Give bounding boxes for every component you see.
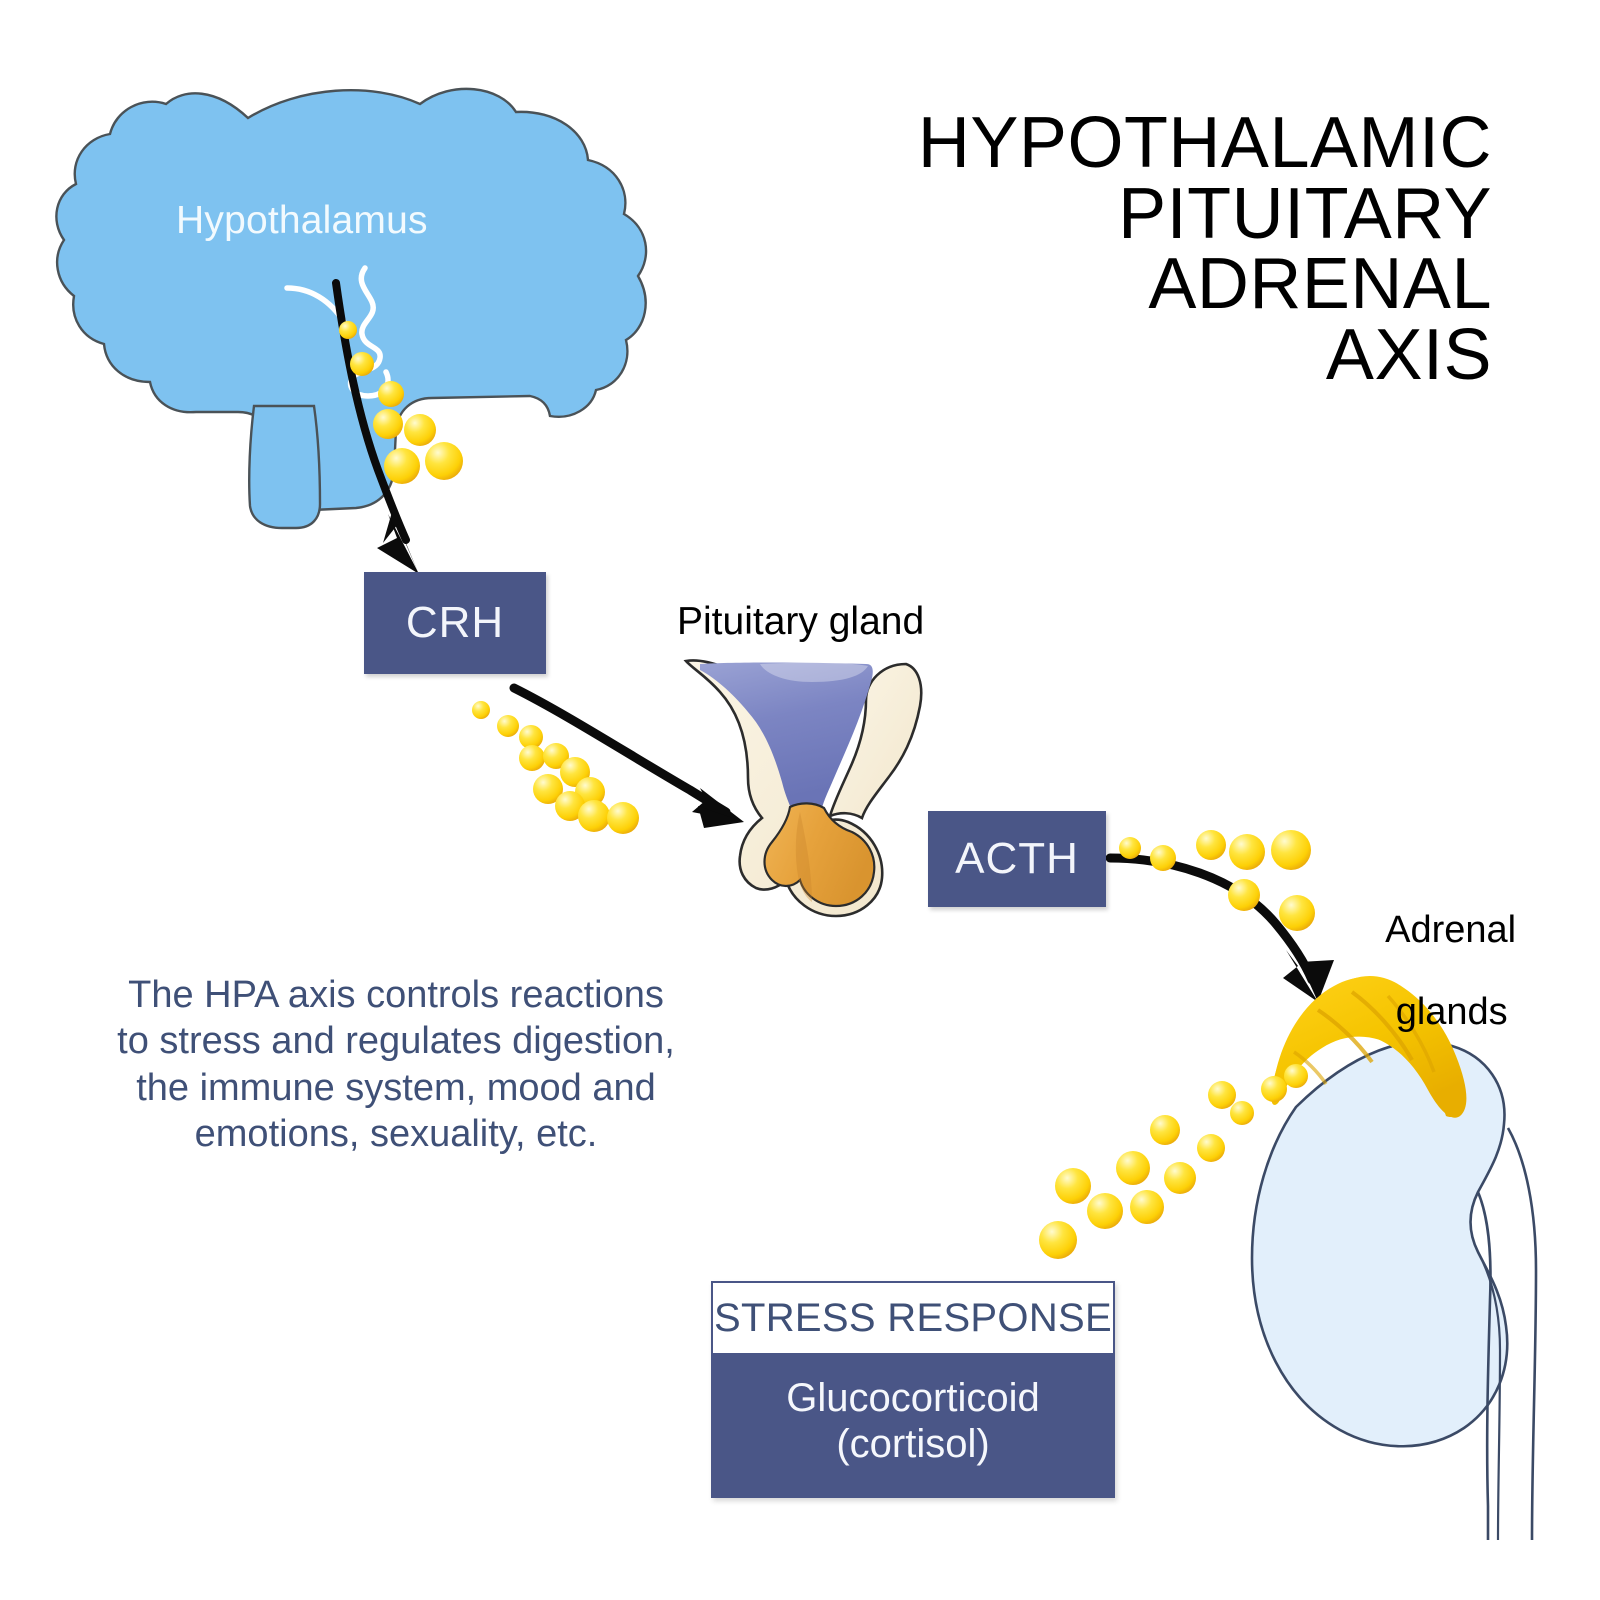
description-line-4: emotions, sexuality, etc. — [194, 1113, 598, 1156]
acth-label: ACTH — [955, 834, 1079, 883]
hpa-description-text: The HPA axis controls reactions to stres… — [96, 972, 696, 1157]
stress-response-panel: STRESS RESPONSE Glucocorticoid (cortisol… — [711, 1281, 1115, 1498]
diagram-title: HYPOTHALAMIC PITUITARY ADRENAL AXIS — [732, 103, 1492, 395]
cortisol-label: (cortisol) — [836, 1422, 990, 1467]
glucocorticoid-label: Glucocorticoid — [786, 1376, 1040, 1420]
acth-granule-group — [1119, 830, 1315, 931]
description-line-3: the immune system, mood and — [136, 1066, 656, 1109]
kidney-shape — [1250, 1040, 1538, 1541]
adrenal-glands-line-1: Adrenal — [1385, 909, 1517, 952]
description-line-1: The HPA axis controls reactions — [128, 974, 664, 1016]
title-line-3: ADRENAL — [1148, 244, 1492, 325]
crh-hormone-box[interactable]: CRH — [364, 572, 546, 674]
description-line-2: to stress and regulates digestion, — [117, 1020, 675, 1063]
crh-granule-group — [339, 321, 463, 484]
adrenal-gland-shape — [1270, 976, 1467, 1118]
pituitary-gland-label: Pituitary gland — [677, 600, 925, 643]
hypothalamus-label: Hypothalamus — [176, 199, 428, 242]
arrow-crh-to-pituitary-icon — [509, 683, 744, 828]
title-line-4: AXIS — [1325, 314, 1492, 395]
pituitary-gland-shape — [683, 659, 923, 918]
cortisol-granule-group — [1039, 1076, 1287, 1259]
crh-label: CRH — [405, 598, 505, 647]
adrenal-glands-line-2: glands — [1395, 991, 1508, 1034]
title-line-2: PITUITARY — [1118, 173, 1492, 254]
stress-response-header: STRESS RESPONSE — [711, 1281, 1115, 1353]
title-line-1: HYPOTHALAMIC — [917, 103, 1492, 183]
acth-hormone-box[interactable]: ACTH — [928, 811, 1106, 907]
crh-release-granule-group — [472, 701, 639, 834]
stress-response-body: Glucocorticoid (cortisol) — [711, 1353, 1115, 1498]
adrenal-glands-label: Adrenal glands — [1345, 869, 1516, 1074]
hypothalamus-brain-shape — [55, 87, 648, 530]
